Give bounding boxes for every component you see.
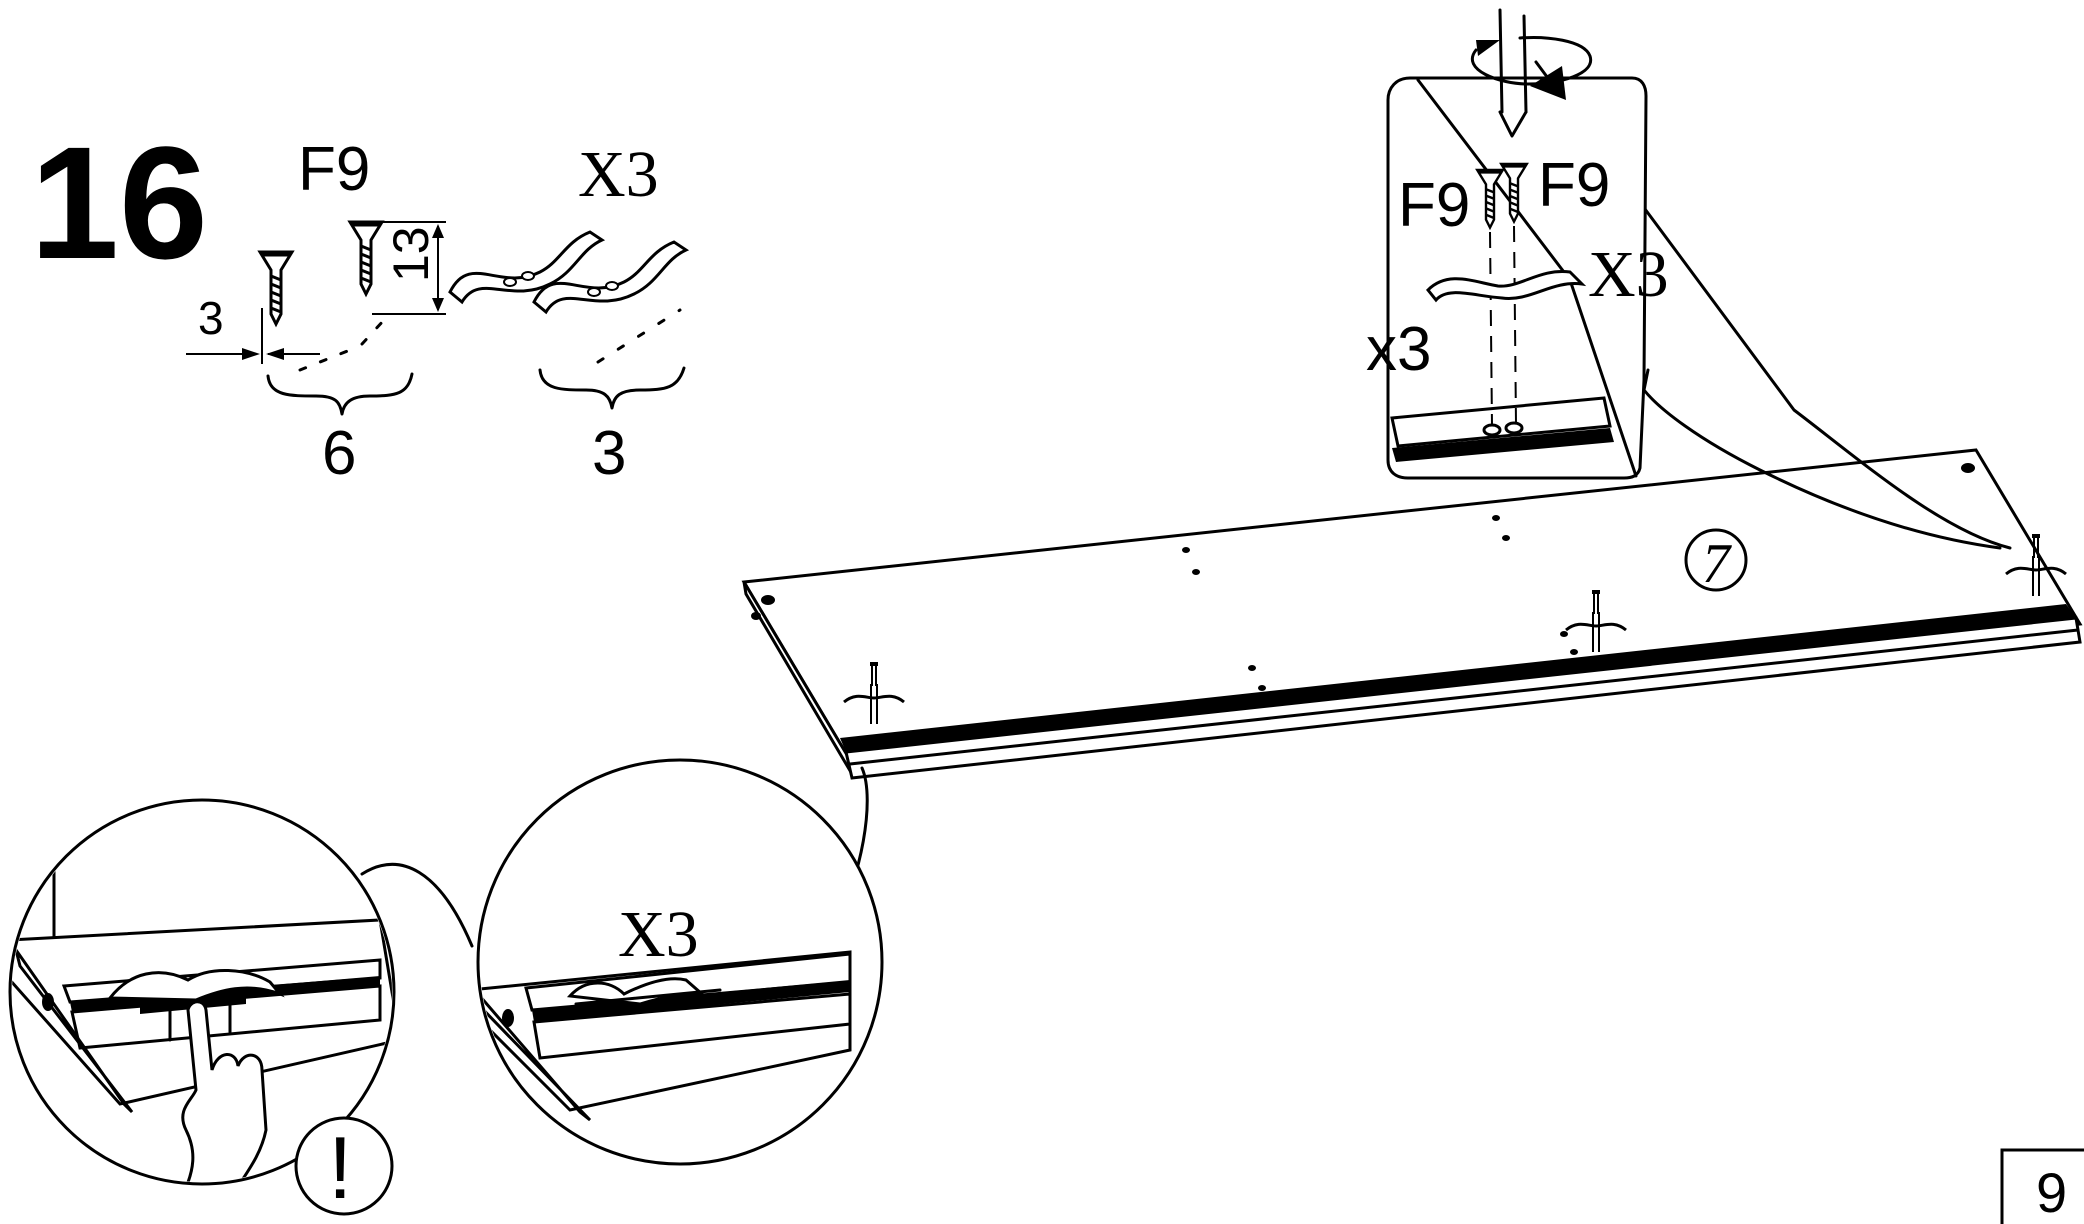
page-number: 9 <box>2036 1161 2067 1224</box>
screw-part-group: F9 13 3 6 <box>186 135 446 488</box>
panel-number: 7 <box>1702 533 1732 595</box>
hand-icon <box>177 1000 268 1182</box>
clip-icon <box>1425 269 1587 303</box>
screw-width-label: 3 <box>198 292 224 344</box>
panel-marker: 7 <box>1684 528 1748 595</box>
detail-circle-left: ! <box>8 798 474 1217</box>
quantity-brace <box>266 372 414 416</box>
quantity-brace <box>538 366 686 410</box>
callout-repeat-label: x3 <box>1366 315 1431 384</box>
rotation-arrow-icon <box>1471 36 1593 100</box>
clip-quantity: 3 <box>592 419 626 488</box>
screw-icon <box>350 222 382 294</box>
warning-icon: ! <box>294 1116 394 1217</box>
board-holes <box>751 463 1975 748</box>
clip-code-label: X3 <box>578 138 659 211</box>
screw-quantity: 6 <box>322 419 356 488</box>
callout-screw-right-label: F9 <box>1538 151 1610 220</box>
callout-clip-label: X3 <box>1588 238 1669 311</box>
screw-code-label: F9 <box>298 135 370 204</box>
board-panel: 7 <box>741 448 2083 780</box>
screw-width-dimension: 3 <box>186 292 320 364</box>
screw-length-label: 13 <box>383 226 439 282</box>
screw-icon <box>260 252 292 324</box>
top-callout: F9 F9 X3 x3 <box>1366 8 2012 550</box>
warning-mark: ! <box>328 1118 352 1217</box>
page-number-box: 9 <box>2000 1148 2084 1224</box>
step-number: 16 <box>30 113 208 292</box>
screwdriver-icon <box>1498 8 1528 138</box>
clip-part-group: X3 3 <box>448 138 688 488</box>
screw-length-dimension: 13 <box>372 221 446 315</box>
callout-screw-left-label: F9 <box>1398 171 1470 240</box>
detail-circle-right: X3 <box>476 758 884 1166</box>
detail-clip-label: X3 <box>618 898 699 971</box>
